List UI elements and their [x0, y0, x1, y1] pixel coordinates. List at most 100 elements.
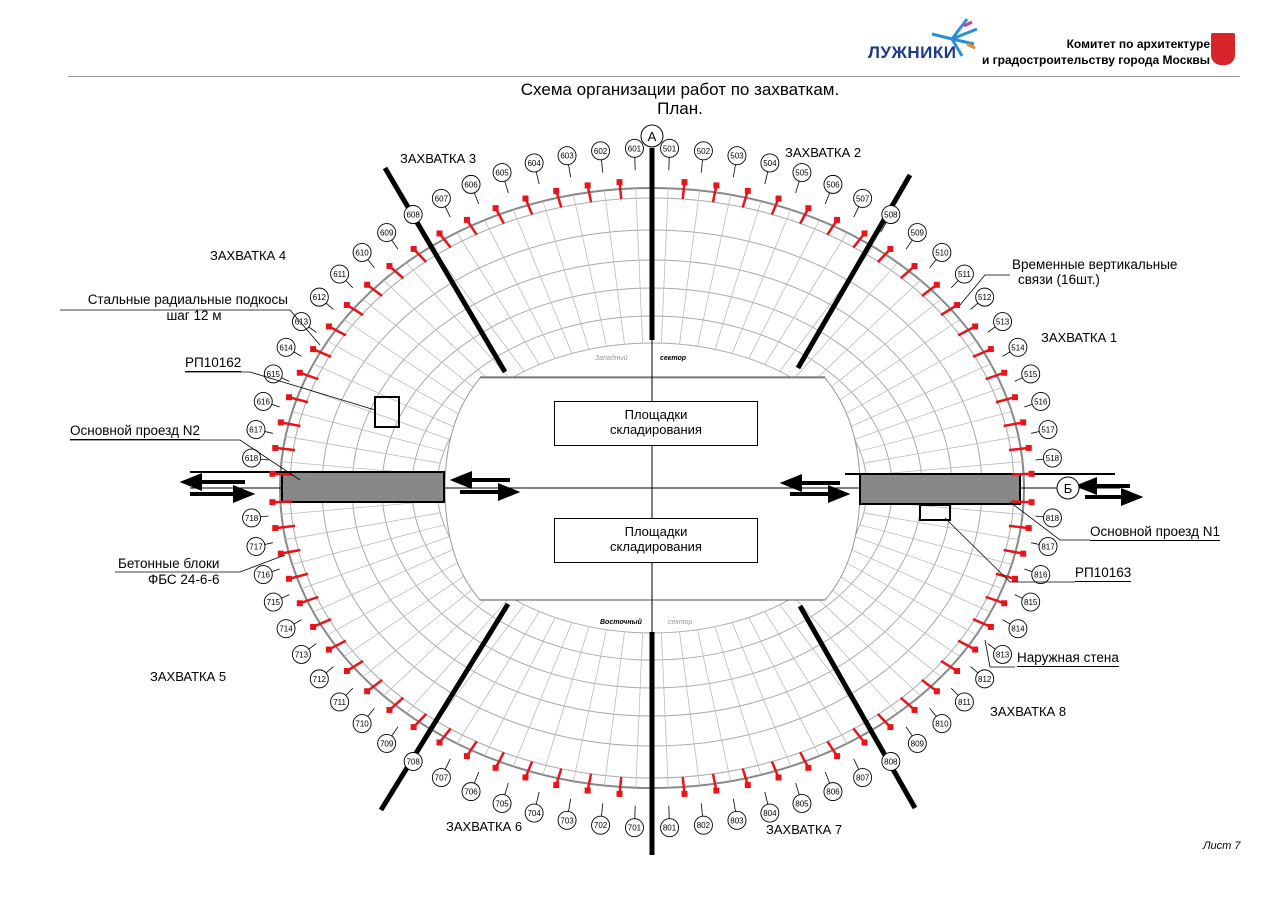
axis-bubble [932, 243, 952, 262]
axis-number: 611 [333, 270, 346, 279]
brace-marker [1008, 444, 1032, 452]
axis-number: 609 [380, 229, 394, 238]
axis-number: 816 [1034, 571, 1048, 580]
storage-label: Площадки [624, 524, 688, 539]
axis-marker: 616 [253, 391, 280, 411]
brace-marker [310, 346, 332, 358]
axis-marker: 813 [987, 643, 1013, 664]
brace-marker [522, 195, 534, 216]
axis-number: 718 [245, 514, 259, 523]
axis-bubble [881, 205, 901, 224]
radial-braces-line2: шаг 12 м [166, 308, 222, 323]
axis-number: 618 [245, 454, 259, 463]
brace-marker [711, 182, 720, 203]
axis-marker: 513 [987, 312, 1013, 333]
axis-a-bubble: А [640, 124, 664, 148]
brace-marker [1011, 499, 1035, 506]
axis-number: 506 [826, 180, 840, 189]
brace-marker [296, 595, 319, 607]
axis-number: 514 [1011, 343, 1025, 352]
vertical-ties-callout: Временные вертикальные связи (16шт.) [1012, 257, 1177, 287]
axis-number: 809 [911, 739, 925, 748]
brace-marker [616, 776, 623, 797]
axis-marker: 601 [625, 138, 644, 171]
radial-gridline [572, 194, 607, 347]
axis-marker: 711 [330, 687, 354, 712]
axis-bubble [1008, 337, 1028, 357]
axis-marker: 818 [1035, 508, 1062, 528]
axis-number: 813 [996, 650, 1010, 659]
radial-gridline [406, 262, 511, 380]
axis-marker: 607 [431, 188, 451, 218]
axis-marker: 514 [1002, 337, 1028, 357]
axis-number: 710 [355, 720, 369, 729]
axis-bubble [403, 752, 423, 771]
brace-marker [364, 281, 383, 298]
axis-number: 612 [313, 293, 327, 302]
axis-marker: 812 [970, 666, 995, 689]
axis-number: 502 [697, 147, 711, 156]
axis-marker: 608 [403, 205, 424, 233]
sector-boundary-5-6 [378, 602, 511, 812]
brace-marker [325, 639, 347, 653]
axis-bubble [760, 153, 780, 173]
axis-bubble [792, 794, 812, 813]
axis-number: 511 [958, 270, 971, 279]
radial-gridline [456, 232, 540, 365]
axis-number: 707 [435, 774, 449, 783]
radial-gridline [859, 411, 1012, 452]
axis-bubble [431, 768, 451, 788]
radial-gridline [406, 596, 511, 714]
axis-bubble [352, 243, 372, 262]
title-line1: Схема организации работ по захваткам. [520, 80, 840, 99]
axis-bubble [291, 312, 311, 332]
brace-marker [492, 205, 505, 225]
axis-marker: 604 [524, 153, 544, 185]
radial-gridline [292, 524, 445, 565]
radial-gridline [542, 201, 590, 350]
rp10162-marker [374, 396, 400, 428]
brace-marker [852, 230, 868, 249]
axis-marker: 518 [1035, 448, 1062, 468]
rp10163-callout: РП10163 [1075, 565, 1132, 582]
axis-marker: 501 [660, 138, 679, 171]
brace-marker [272, 444, 296, 452]
radial-gridline [285, 436, 441, 464]
brace-marker [770, 195, 782, 216]
brace-marker [386, 696, 405, 713]
axis-number: 605 [495, 169, 509, 178]
axis-bubble [263, 364, 283, 384]
radial-gridline [383, 588, 498, 697]
radial-gridline [604, 190, 625, 345]
axis-number: 518 [1046, 454, 1060, 463]
brace-marker [492, 751, 505, 771]
axis-marker: 606 [461, 174, 481, 205]
axis-marker: 507 [853, 188, 873, 218]
axis-number: 713 [295, 650, 309, 659]
brace-marker [269, 499, 293, 506]
axis-bubble [693, 815, 713, 835]
brace-marker [277, 548, 301, 557]
sector-1-label: ЗАХВАТКА 1 [1041, 330, 1118, 345]
radial-gridline [793, 596, 898, 714]
main-road-2-callout: Основной проезд N2 [70, 423, 200, 440]
brace-marker [741, 768, 751, 789]
axis-marker: 613 [291, 312, 317, 333]
axis-marker: 618 [242, 448, 269, 468]
axis-number: 501 [663, 144, 677, 153]
axis-number: 505 [795, 169, 809, 178]
radial-gridline [343, 569, 475, 657]
axis-marker: 515 [1014, 364, 1041, 384]
axis-bubble [330, 264, 350, 284]
radial-gridline [484, 219, 556, 359]
axis-number: 517 [1041, 426, 1055, 435]
outer-wall-callout: Наружная стена [1017, 650, 1119, 667]
axis-number: 607 [435, 194, 449, 203]
radial-gridline [839, 340, 977, 418]
axis-bubble [557, 146, 577, 166]
committee-name: Комитет по архитектуре и градостроительс… [982, 36, 1210, 68]
east-sector-label: сектор [668, 619, 692, 626]
axis-marker: 609 [377, 223, 399, 250]
storage-label: Площадки [624, 407, 688, 422]
